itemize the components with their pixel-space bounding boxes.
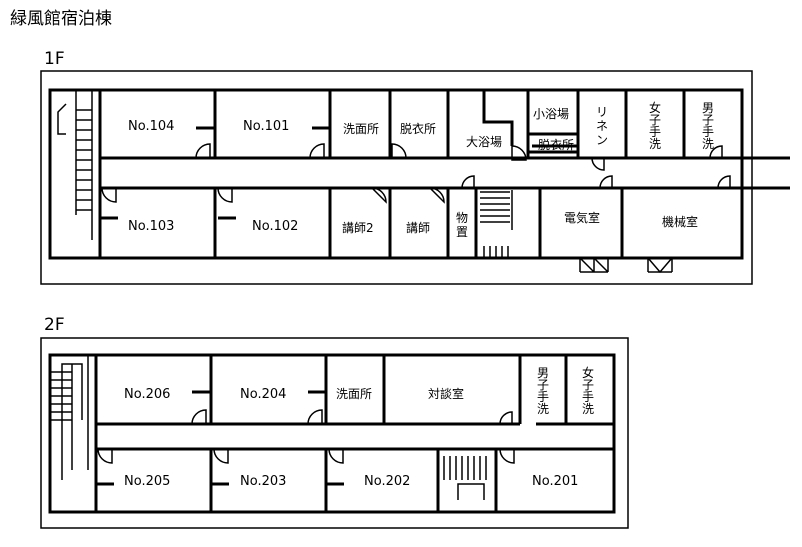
room-women-wc-1: 女 <box>649 100 661 115</box>
floor-1-stairs-center <box>480 190 513 258</box>
wall <box>482 90 514 146</box>
room-no201: No.201 <box>532 474 578 489</box>
room-storage-2: 置 <box>456 225 468 239</box>
room-small-bath: 小浴場 <box>533 107 569 121</box>
room-men-wc-2f-4: 洗 <box>537 402 549 416</box>
floor-2-plan: No.206 No.204 洗面所 対談室 男 子 手 洗 女 子 手 洗 No… <box>40 337 629 529</box>
floor-1-outer-wall <box>48 88 744 260</box>
room-dressing: 脱衣所 <box>400 121 436 136</box>
floor-1-label: 1F <box>44 49 65 69</box>
room-meeting: 対談室 <box>428 386 464 401</box>
room-linen-1: リ <box>596 105 608 119</box>
room-no101: No.101 <box>243 119 289 134</box>
floor-1-stairs-left <box>57 90 93 240</box>
room-women-wc-4: 洗 <box>649 137 661 151</box>
room-electric: 電気室 <box>564 210 600 225</box>
room-women-wc-2f-3: 手 <box>582 390 594 404</box>
floor-2-stairs-left <box>50 355 89 480</box>
room-men-wc-1: 男 <box>702 101 714 115</box>
room-washroom-1f: 洗面所 <box>343 122 379 136</box>
building-title: 緑風館宿泊棟 <box>10 9 112 29</box>
floor-2-outline <box>40 337 629 529</box>
room-men-wc-3: 手 <box>702 125 714 139</box>
room-no102: No.102 <box>252 219 298 234</box>
room-men-wc-2f-2: 子 <box>537 378 549 392</box>
floor-2-outer-wall <box>48 353 616 514</box>
room-no203: No.203 <box>240 474 286 489</box>
room-washroom-2f: 洗面所 <box>336 387 372 401</box>
floor-1-plan: No.104 No.101 洗面所 脱衣所 大浴場 小浴場 脱衣所 リ ネ ン … <box>40 70 790 285</box>
room-linen-2: ネ <box>596 119 608 133</box>
room-no205: No.205 <box>124 474 170 489</box>
room-men-wc-2: 子 <box>702 113 714 127</box>
room-women-wc-2f-1: 女 <box>582 365 594 380</box>
floor-1-outline <box>40 70 753 285</box>
floor-2-wall-stubs <box>96 390 344 486</box>
room-lecturer2: 講師2 <box>342 220 374 235</box>
room-storage-1: 物 <box>456 211 468 225</box>
room-no204: No.204 <box>240 387 286 402</box>
room-women-wc-2f-2: 子 <box>582 378 594 392</box>
room-no202: No.202 <box>364 474 410 489</box>
room-no206: No.206 <box>124 387 170 402</box>
room-women-wc-2: 子 <box>649 113 661 127</box>
room-men-wc-4: 洗 <box>702 137 714 151</box>
room-no104: No.104 <box>128 119 174 134</box>
room-linen-3: ン <box>596 133 608 147</box>
floor-1-wall-stubs <box>100 126 578 220</box>
room-men-wc-2f-3: 手 <box>537 390 549 404</box>
floor-2-label: 2F <box>44 315 65 335</box>
room-small-dressing: 脱衣所 <box>538 137 574 152</box>
room-big-bath: 大浴場 <box>466 135 502 149</box>
room-women-wc-3: 手 <box>649 125 661 139</box>
room-machine: 機械室 <box>662 214 698 229</box>
floor-2-stairs-center <box>443 456 487 500</box>
room-women-wc-2f-4: 洗 <box>582 402 594 416</box>
floor-2-doors <box>97 409 515 464</box>
room-men-wc-2f-1: 男 <box>537 366 549 380</box>
floor-1-doors <box>101 143 731 274</box>
room-lecturer: 講師 <box>406 220 430 235</box>
room-no103: No.103 <box>128 219 174 234</box>
